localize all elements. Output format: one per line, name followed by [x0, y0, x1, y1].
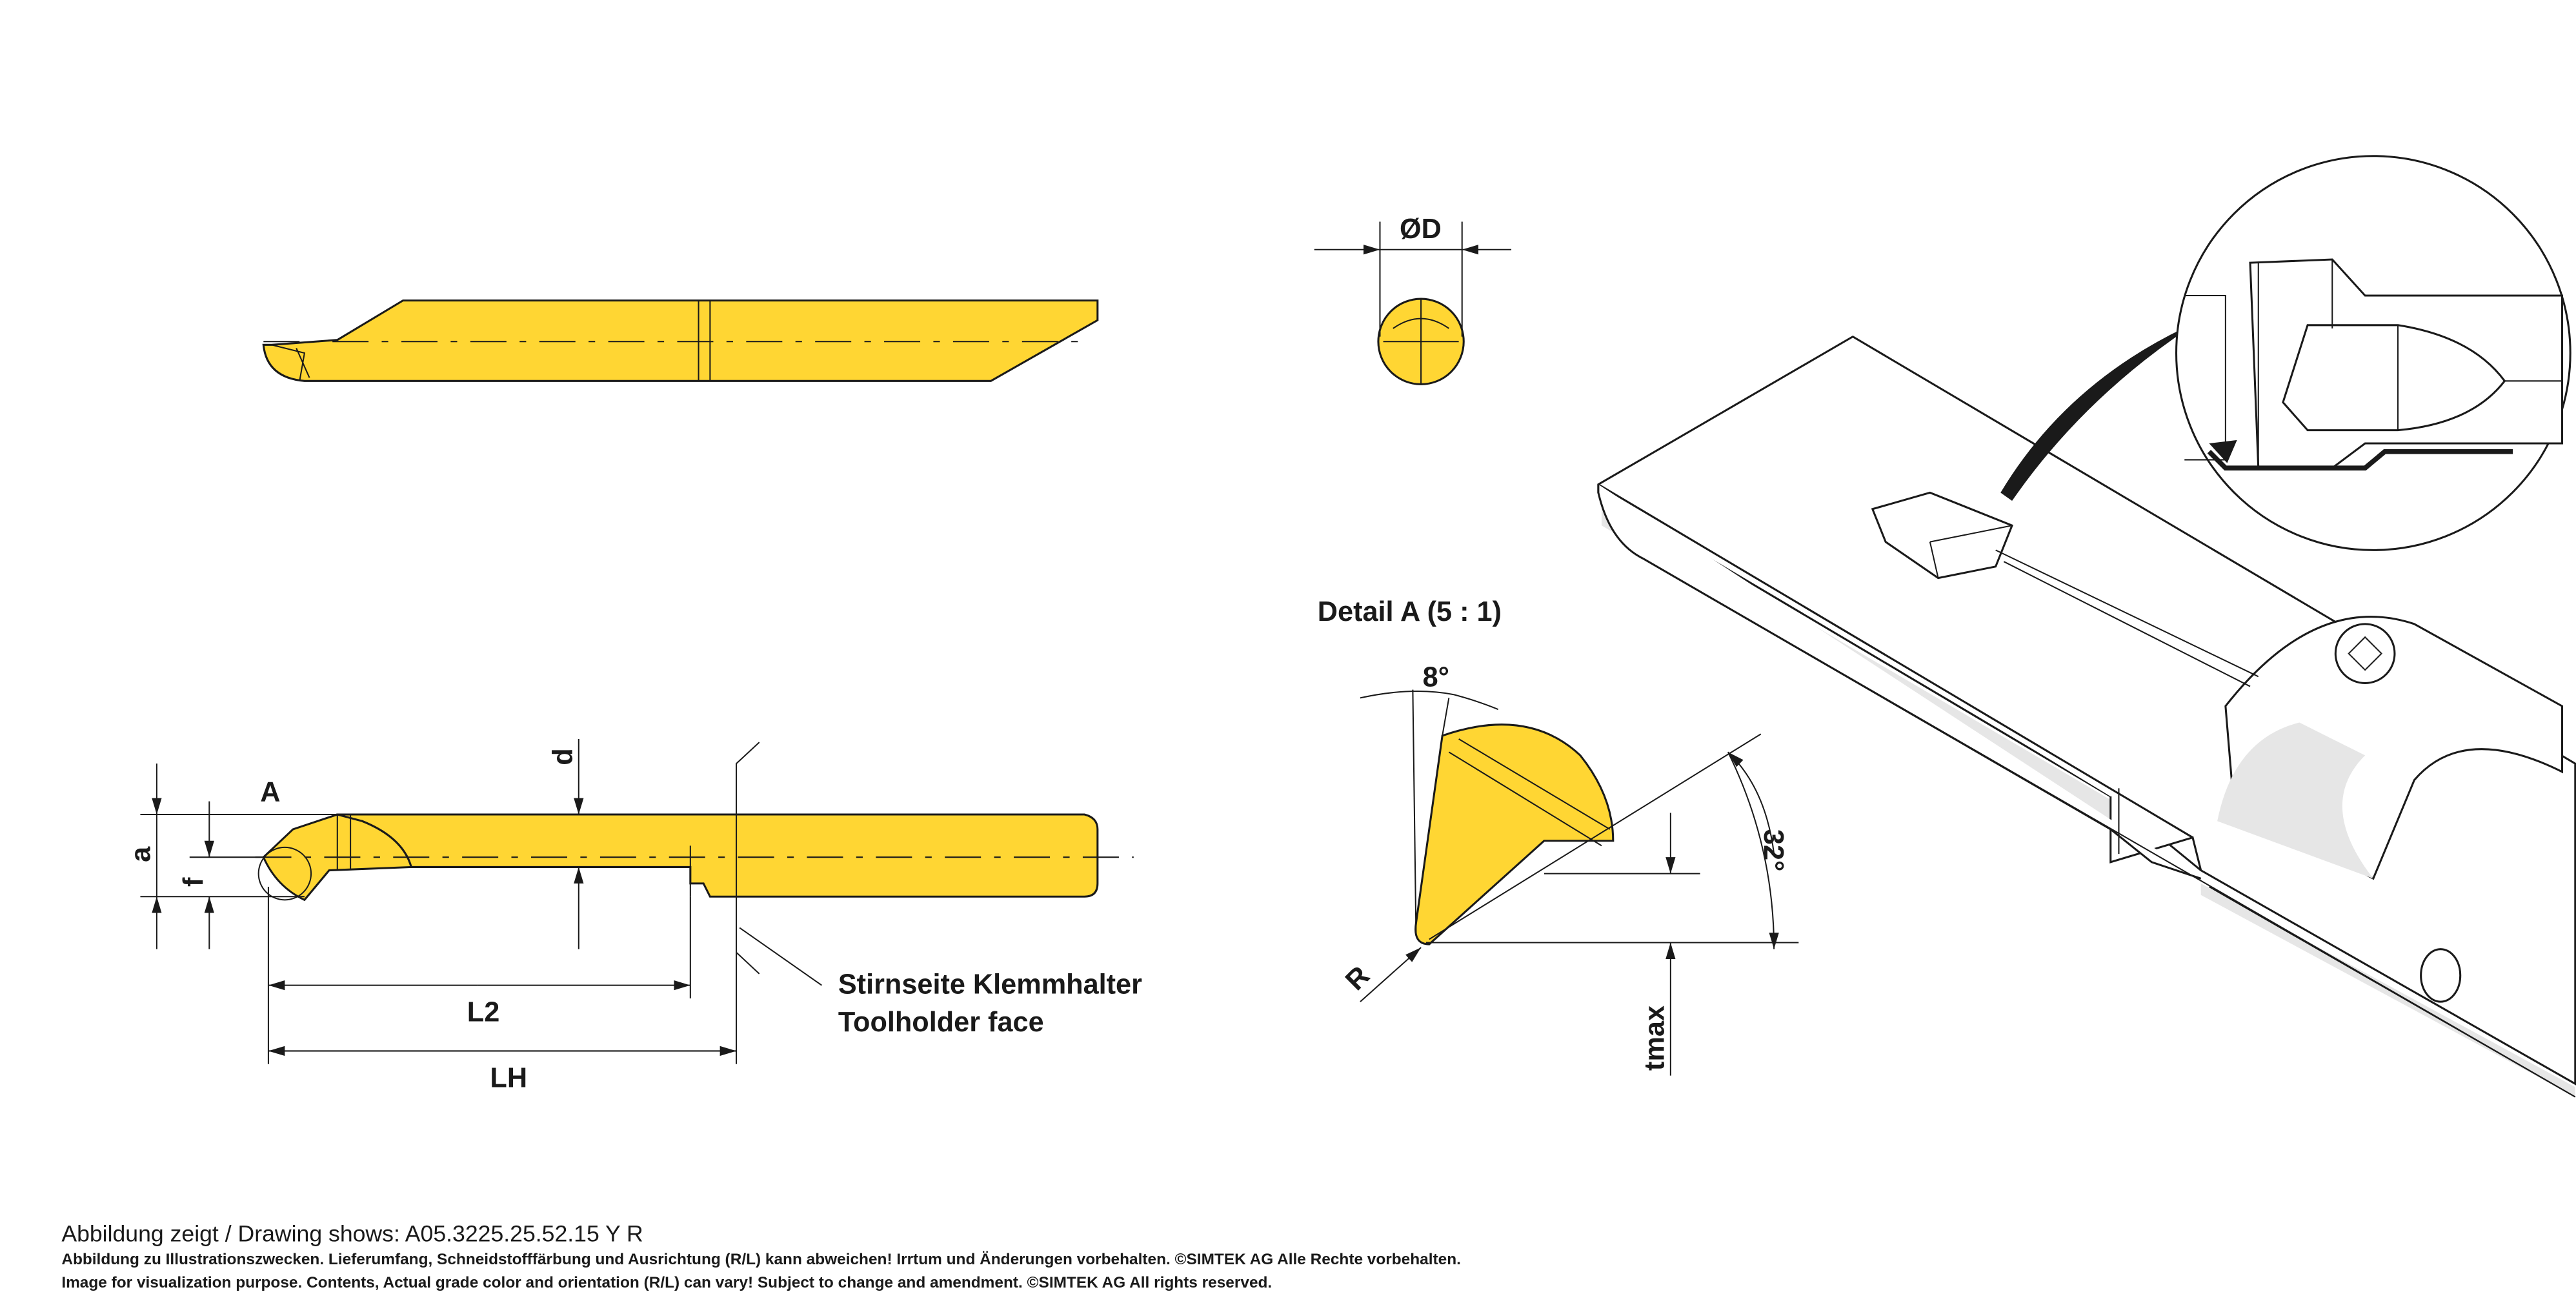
l2-label: L2 — [467, 997, 499, 1028]
isometric-view — [1597, 155, 2576, 1098]
r-label: R — [1340, 960, 1376, 996]
top-view-tool — [262, 299, 1099, 382]
f-label: f — [178, 877, 209, 887]
side-view-tool: a f A d L2 LH Stirnseite Klemmhalter Too… — [126, 738, 1142, 1093]
d-label: d — [548, 748, 579, 765]
footer: Abbildung zeigt / Drawing shows: A05.322… — [61, 1221, 1461, 1291]
toolholder-label-en: Toolholder face — [838, 1007, 1044, 1038]
detail-title: Detail A (5 : 1) — [1318, 596, 1502, 627]
flow-arrow-icon — [2207, 449, 2513, 470]
a-label: a — [126, 846, 157, 862]
angle-8-label: 8° — [1423, 662, 1449, 693]
front-view-tool: ØD — [1314, 214, 1512, 385]
angle-32-label: 32° — [1758, 829, 1789, 871]
detail-a-marker: A — [260, 777, 280, 808]
tmax-label: tmax — [1640, 1006, 1671, 1071]
drawing-shows: Abbildung zeigt / Drawing shows: A05.322… — [61, 1221, 643, 1247]
disclaimer-de: Abbildung zu Illustrationszwecken. Liefe… — [61, 1251, 1461, 1268]
lh-label: LH — [490, 1062, 527, 1093]
detail-a: Detail A (5 : 1) 8° 32° tmax R — [1318, 596, 1799, 1076]
diameter-label: ØD — [1400, 214, 1442, 245]
disclaimer-en: Image for visualization purpose. Content… — [61, 1274, 1272, 1291]
toolholder-label-de: Stirnseite Klemmhalter — [838, 969, 1142, 1000]
